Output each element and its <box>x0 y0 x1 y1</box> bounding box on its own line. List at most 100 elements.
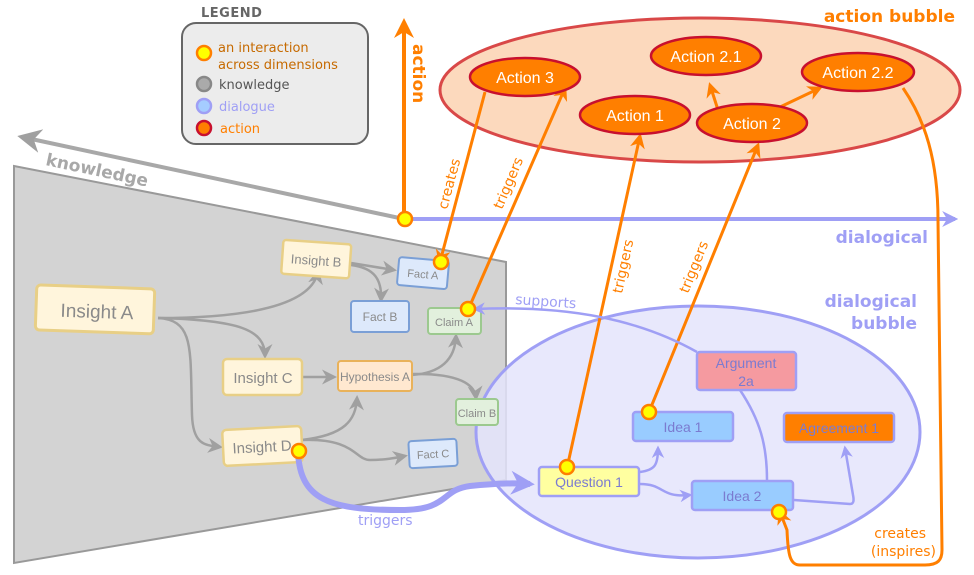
node-fact-b-label: Fact B <box>363 310 398 324</box>
node-insight-a[interactable]: Insight A <box>33 283 157 336</box>
dialogue-edges <box>295 302 855 514</box>
node-fact-b[interactable]: Fact B <box>350 300 410 333</box>
node-insight-a-label: Insight A <box>60 301 134 325</box>
action-nodes: Action 3 Action 2.1 Action 2.2 Action 1 … <box>468 35 916 144</box>
knowledge-edges <box>157 260 483 466</box>
knowledge-axis <box>17 129 405 221</box>
node-fact-c[interactable]: Fact C <box>407 437 459 470</box>
edge-hypothesisA-claimB <box>411 372 483 401</box>
node-action-1-label: Action 1 <box>606 108 664 125</box>
node-action-2-label: Action 2 <box>723 116 781 133</box>
node-fact-c-label: Fact C <box>417 448 450 462</box>
node-argument-2a-label-line2: 2a <box>738 373 754 389</box>
node-question-1[interactable]: Question 1 <box>537 465 641 498</box>
action-bubble <box>438 16 962 164</box>
legend-interaction-icon <box>195 44 213 62</box>
node-insight-d[interactable]: Insight D <box>221 424 304 468</box>
dialogical-bubble-title-line1: dialogical <box>825 292 917 312</box>
label-creates-inspires-line1: creates <box>874 526 926 542</box>
legend-box <box>181 22 369 145</box>
legend-title: LEGEND <box>201 6 262 21</box>
node-insight-d-label: Insight D <box>232 437 292 457</box>
action-internal-edges <box>706 82 823 111</box>
legend-interaction-label-line1: an interaction <box>218 41 309 56</box>
node-action-3-label: Action 3 <box>496 70 554 87</box>
edge-claimA-triggers-action3 <box>466 85 568 311</box>
node-claim-b-label: Claim B <box>458 408 497 420</box>
node-idea-1[interactable]: Idea 1 <box>631 410 735 443</box>
interaction-idea1[interactable] <box>640 403 658 421</box>
node-action-1[interactable]: Action 1 <box>578 94 692 136</box>
edge-action3-creates-factA <box>435 91 487 265</box>
label-triggers-question: triggers <box>358 513 413 529</box>
interaction-question1[interactable] <box>558 458 576 476</box>
legend-knowledge-label: knowledge <box>219 78 289 93</box>
interaction-origin[interactable] <box>396 210 414 228</box>
edge-action2-2-creates-idea2 <box>777 87 944 567</box>
action-bubble-title: action bubble <box>824 7 955 27</box>
node-insight-c[interactable]: Insight C <box>221 357 304 397</box>
node-agreement-1-label: Agreement 1 <box>799 420 879 436</box>
node-action-2-1[interactable]: Action 2.1 <box>649 35 763 77</box>
node-claim-b[interactable]: Claim B <box>455 398 499 426</box>
node-idea-2[interactable]: Idea 2 <box>690 479 795 512</box>
knowledge-nodes: Insight A Insight B Insight C Insight D … <box>33 238 499 470</box>
edge-question1-triggers-action1 <box>565 133 645 469</box>
legend-dialogue-label: dialogue <box>219 100 275 115</box>
legend-action-label: action <box>220 122 260 137</box>
node-action-2-2[interactable]: Action 2.2 <box>800 51 916 93</box>
edge-insightB-factB <box>350 263 390 303</box>
node-action-2-1-label: Action 2.1 <box>670 49 741 66</box>
node-action-3[interactable]: Action 3 <box>468 56 582 98</box>
edge-argument-supports-claimA <box>472 302 698 354</box>
edge-insightA-insightD <box>157 316 223 453</box>
node-idea-2-label: Idea 2 <box>723 488 762 504</box>
node-fact-a-label: Fact A <box>407 268 440 283</box>
legend: LEGEND an interaction across dimensions … <box>181 6 369 145</box>
node-claim-a-label: Claim A <box>435 317 474 329</box>
edge-insightA-insightB <box>157 269 323 320</box>
dialogical-bubble-title-line2: bubble <box>851 314 917 334</box>
dialogue-nodes: Question 1 Idea 1 Idea 2 Argument 2a Agr… <box>537 350 896 512</box>
edge-idea2-agreement1 <box>793 445 855 506</box>
label-supports: supports <box>515 292 577 312</box>
node-insight-b[interactable]: Insight B <box>280 238 353 280</box>
legend-knowledge-icon <box>195 75 213 93</box>
edge-insightD-hypothesisA <box>301 395 364 442</box>
edge-question1-idea1 <box>639 445 665 474</box>
node-hypothesis-a-label: Hypothesis A <box>340 370 410 384</box>
edge-action2-action2-1 <box>706 82 721 111</box>
interaction-idea2[interactable] <box>770 503 788 521</box>
node-agreement-1[interactable]: Agreement 1 <box>782 411 896 444</box>
node-argument-2a[interactable]: Argument 2a <box>695 350 798 392</box>
interaction-points <box>290 210 788 521</box>
interaction-claimA[interactable] <box>459 300 477 318</box>
edge-insightD-factC <box>301 438 408 466</box>
node-idea-1-label: Idea 1 <box>664 419 703 435</box>
node-argument-2a-label-line1: Argument <box>716 355 777 371</box>
action-axis-label: action <box>408 44 428 103</box>
edge-idea1-triggers-action2 <box>647 142 761 413</box>
node-action-2-2-label: Action 2.2 <box>822 65 893 82</box>
dialogical-axis-label: dialogical <box>836 228 928 248</box>
node-insight-b-label: Insight B <box>290 251 342 269</box>
edge-action2-action2-2 <box>777 86 823 110</box>
legend-action-icon <box>195 119 213 137</box>
node-insight-c-label: Insight C <box>233 370 292 387</box>
interaction-factA[interactable] <box>432 253 450 271</box>
node-action-2[interactable]: Action 2 <box>695 102 809 144</box>
edge-argument-idea2 <box>738 389 769 481</box>
node-hypothesis-a[interactable]: Hypothesis A <box>337 360 413 392</box>
legend-interaction-label-line2: across dimensions <box>218 58 338 73</box>
node-fact-a[interactable]: Fact A <box>396 256 450 290</box>
node-question-1-label: Question 1 <box>555 474 623 490</box>
legend-dialogue-icon <box>195 97 213 115</box>
edge-insightB-factA <box>350 260 397 276</box>
edge-insightA-insightC <box>157 316 273 359</box>
label-creates-inspires-line2: (inspires) <box>871 544 936 560</box>
cross-edges-orange <box>435 85 944 567</box>
edge-question1-idea2 <box>639 482 693 503</box>
label-triggers-action3: triggers <box>491 155 527 211</box>
interaction-insightD[interactable] <box>290 442 308 460</box>
